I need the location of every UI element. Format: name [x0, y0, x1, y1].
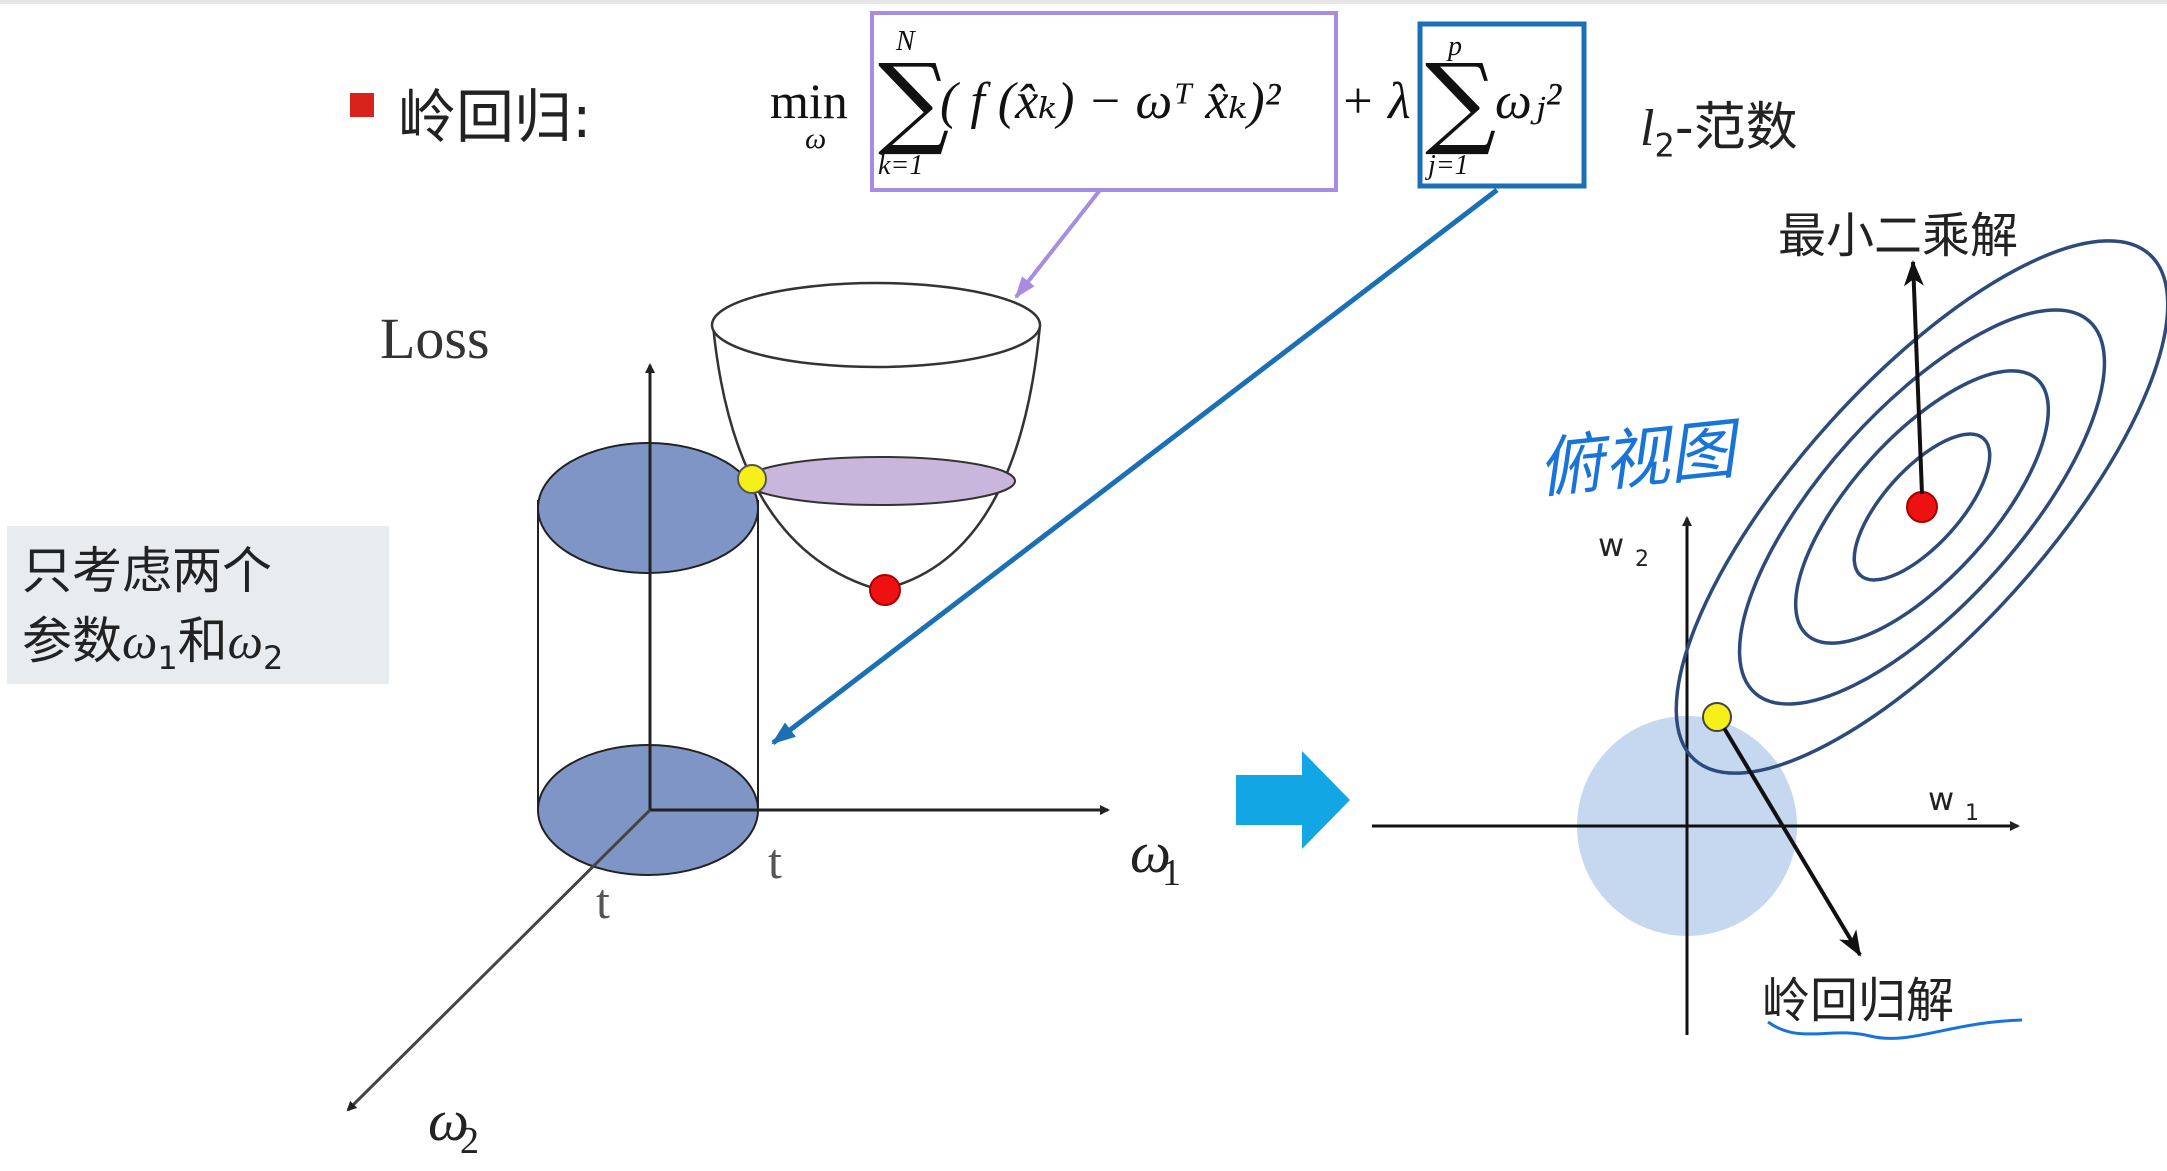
loss-bowl-rim	[710, 281, 1042, 369]
ridge-formula: min ω ∑ N k=1 ( f (x̂ₖ) − ωᵀ x̂ₖ)² + λ ∑…	[770, 11, 1587, 192]
w1-axis-label: ω	[1130, 820, 1171, 885]
w2-axis	[346, 808, 652, 1112]
left-3d-plot: Loss ω 1 ω 2 t t	[346, 281, 1181, 1162]
right-w1-subscript: 1	[1965, 801, 1979, 826]
sum2-lower: j=1	[1425, 150, 1469, 181]
loss-term-box	[870, 11, 1338, 192]
loss-term: ( f (x̂ₖ) − ωᵀ x̂ₖ)²	[940, 73, 1282, 130]
side-note-line2: 参数ω1和ω2	[22, 612, 284, 677]
contour-ring-3	[1793, 369, 2051, 645]
loss-axis-label: Loss	[380, 306, 490, 371]
right-w2-subscript: 2	[1635, 547, 1649, 572]
ols-solution-label: 最小二乘解	[1778, 208, 2018, 264]
sum1-sigma: ∑	[878, 42, 949, 159]
sum2-upper: p	[1446, 31, 1462, 62]
slide-title: 岭回归:	[398, 83, 592, 151]
tick-t-w2: t	[596, 873, 610, 929]
formula-min-subscript: ω	[805, 122, 826, 155]
loss-contours	[1674, 239, 2167, 775]
title-bullet	[350, 93, 374, 117]
plus-lambda: + λ	[1340, 73, 1411, 130]
sum2-sigma: ∑	[1425, 42, 1496, 159]
sum1-lower: k=1	[878, 150, 923, 181]
tick-t-w1: t	[768, 833, 782, 889]
left-tangent-point	[737, 464, 767, 494]
l2-norm-label: l2-范数	[1640, 98, 1798, 165]
ols-solution-point	[1906, 491, 1938, 523]
w2-axis-label: ω	[428, 1088, 469, 1153]
top-rule	[0, 0, 2167, 4]
contour-ring-inner	[1852, 432, 1992, 582]
side-note-line1: 只考虑两个	[22, 542, 272, 600]
right-w2-label: w	[1598, 526, 1624, 564]
right-w1-label: w	[1928, 780, 1954, 818]
sum1-upper: N	[895, 26, 916, 57]
contour-ring-2	[1737, 308, 2107, 706]
formula-min: min	[770, 73, 848, 129]
side-note: 只考虑两个 参数ω1和ω2	[22, 536, 283, 693]
ridge-label-underline	[1767, 1018, 2023, 1040]
right-top-view-plot: w 1 w 2 最小二乘解 岭回归解 俯视图	[1372, 208, 2167, 1040]
penalty-term: ωⱼ²	[1495, 73, 1562, 130]
w1-axis-subscript: 1	[1162, 852, 1181, 894]
side-note-box	[7, 526, 389, 684]
loss-contour-slice	[744, 456, 1016, 506]
cylinder-top-disk	[537, 442, 759, 574]
transition-arrow	[1236, 751, 1350, 849]
penalty-term-box	[1417, 21, 1587, 189]
w2-axis-subscript: 2	[460, 1120, 479, 1162]
ols-pointer-arrow	[1903, 260, 1924, 495]
ridge-solution-label: 岭回归解	[1762, 973, 1954, 1029]
penalty-to-cylinder-arrow	[771, 188, 1499, 745]
loss-to-bowl-arrow	[1014, 188, 1102, 299]
top-view-handwritten-title: 俯视图	[1534, 410, 1747, 508]
ridge-solution-point	[1702, 702, 1732, 732]
left-minimum-point	[869, 574, 901, 606]
contour-ring-outer	[1674, 239, 2167, 775]
ridge-pointer-arrow	[1722, 726, 1862, 957]
